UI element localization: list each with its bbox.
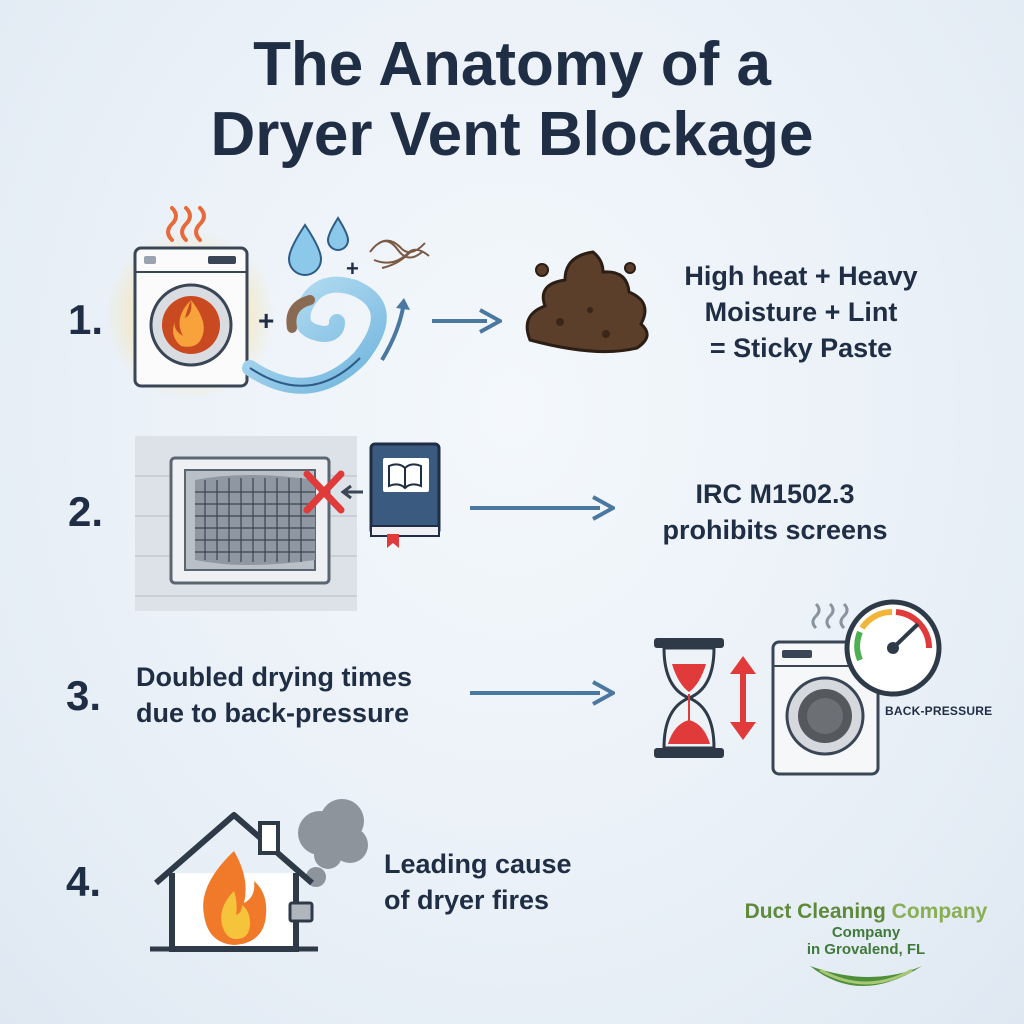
step-1-arrow [432,308,502,334]
step-3-illustration [654,599,942,776]
red-x-icon [303,470,345,514]
svg-text:+: + [258,305,274,336]
step-3-arrow [470,680,615,706]
back-pressure-label: BACK-PRESSURE [885,704,993,718]
step-3-number: 3. [66,672,102,719]
page-title: The Anatomy of a Dryer Vent Blockage [0,30,1024,170]
step-4-number: 4. [66,858,102,905]
step-2-caption-line-2: prohibits screens [662,515,888,545]
house-fire-icon [150,812,318,952]
step-2-caption-line-1: IRC M1502.3 [695,479,855,509]
logo-swoosh-icon [810,966,922,986]
step-3-caption-line-2: due to back-pressure [136,698,410,728]
step-1-caption-line-1: High heat + Heavy [684,261,918,291]
step-1-caption: High heat + Heavy Moisture + Lint = Stic… [666,258,936,366]
code-book-icon [369,442,441,548]
step-4-caption-line-2: of dryer fires [384,885,550,915]
logo-line-1: Duct Cleaning Company [740,900,992,924]
smoke-icon [298,799,368,887]
air-swirl-icon [242,276,410,394]
step-3-caption-line-1: Doubled drying times [136,662,413,692]
step-4-illustration [150,799,368,952]
step-3-caption: Doubled drying times due to back-pressur… [136,659,412,731]
water-drops-icon [287,216,350,276]
step-4-caption: Leading cause of dryer fires [384,846,572,918]
step-2-caption: IRC M1502.3 prohibits screens [640,476,910,548]
logo-line-1b: Company [891,900,988,923]
svg-text:+: + [346,256,359,281]
logo-line-3: in Grovalend, FL [806,941,926,958]
vent-screen-icon [169,456,331,585]
company-logo: Duct Cleaning Company Company in Grovale… [740,900,992,1000]
step-4-caption-line-1: Leading cause [384,849,572,879]
title-line-2: Dryer Vent Blockage [210,100,814,169]
dryer-icon [771,640,880,776]
title-line-1: The Anatomy of a [253,30,771,99]
paste-blob-icon [525,250,649,354]
dryer-heat-icon [133,246,249,388]
logo-line-2: Company [831,924,901,941]
logo-line-1a: Duct Cleaning [744,900,886,923]
up-down-arrow-icon [730,656,756,740]
step-1-caption-line-2: Moisture + Lint [704,297,898,327]
heat-waves-icon [166,206,206,242]
pressure-gauge-icon [844,599,942,697]
step-2-arrow [470,495,615,521]
step-2-number: 2. [68,488,104,535]
step-1-caption-line-3: = Sticky Paste [709,333,893,363]
step-1-illustration: + + [105,206,430,400]
smoke-wisps-icon [811,602,849,630]
hourglass-icon [654,638,724,758]
step-2-illustration [135,436,441,611]
step-1-number: 1. [68,296,104,343]
lint-icon [369,239,430,269]
